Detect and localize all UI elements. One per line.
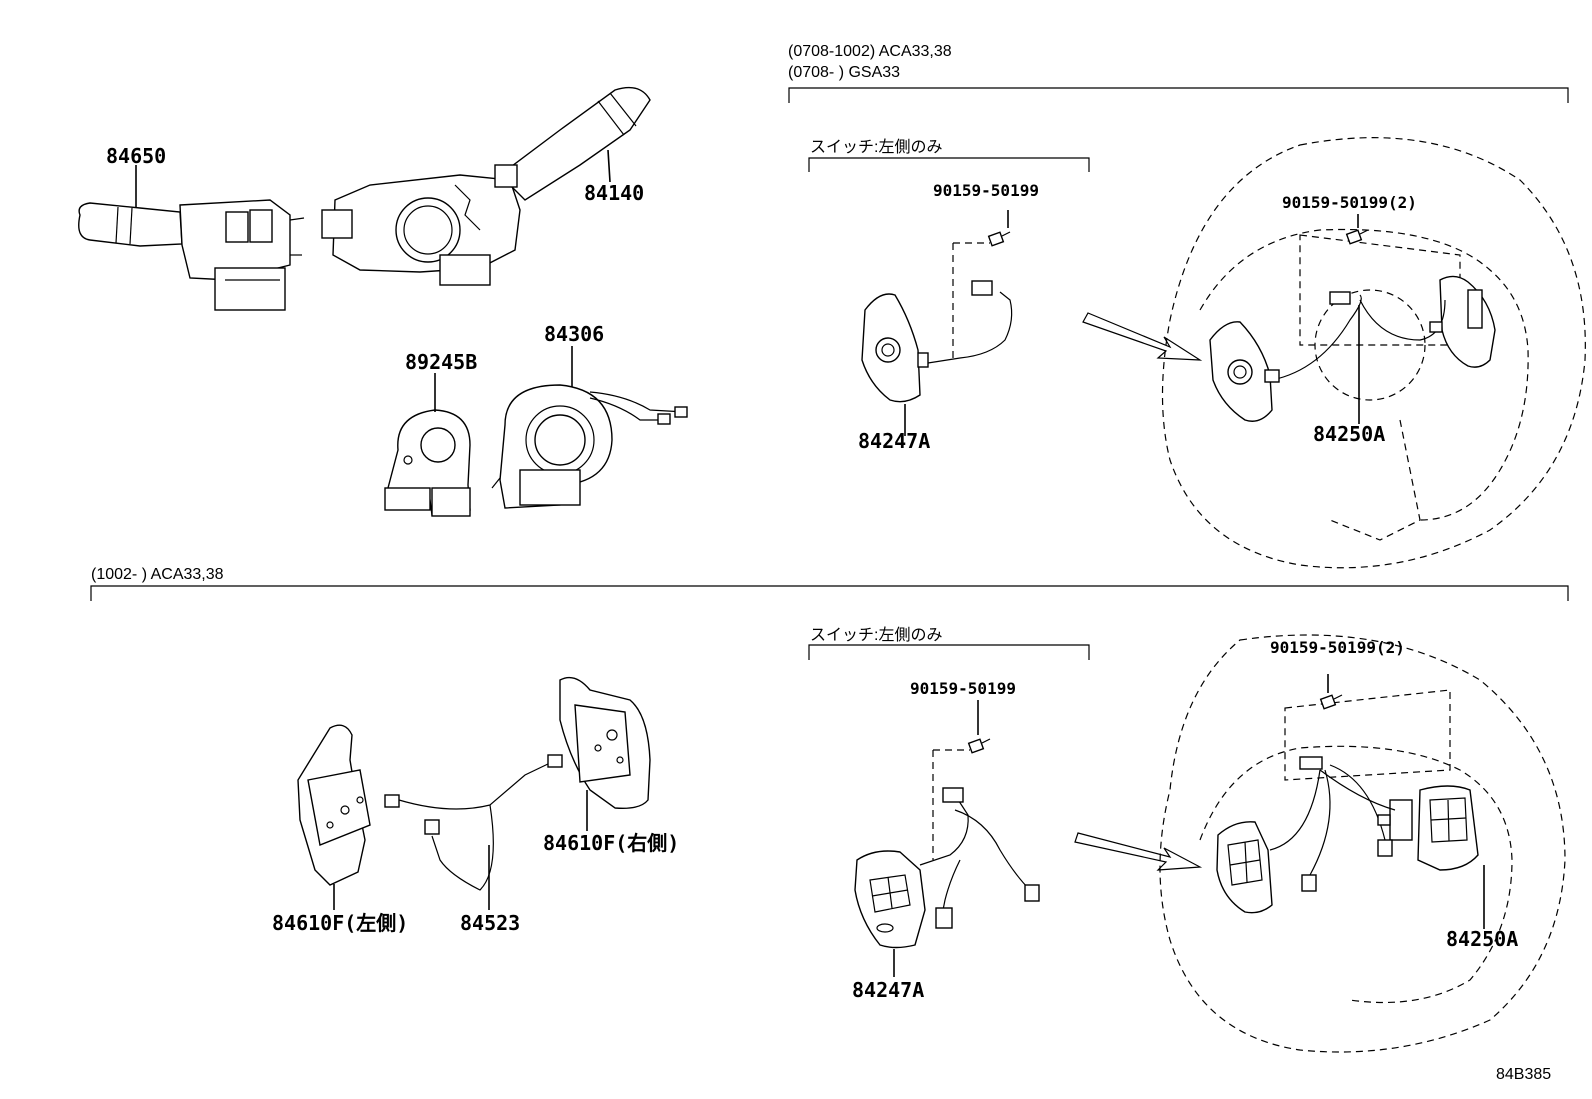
top-steering-wheel-drawing	[1161, 137, 1586, 569]
label-84250A-top: 84250A	[1313, 422, 1385, 446]
label-84140: 84140	[584, 181, 644, 205]
steering-sensor-drawing	[384, 409, 471, 517]
bottom-steering-wheel-drawing	[1159, 634, 1566, 1053]
top-switch-note: スイッチ:左側のみ	[810, 138, 942, 156]
screw-bottom-left	[967, 738, 991, 754]
paddle-right-drawing	[559, 676, 651, 810]
label-84650: 84650	[106, 144, 166, 168]
catalog-code: 84B385	[1496, 1066, 1551, 1083]
label-screw-top-left: 90159-50199	[933, 181, 1039, 200]
bottom-section-bracket	[90, 585, 1569, 601]
arrow-top	[1082, 312, 1203, 361]
arrow-bottom	[1074, 832, 1203, 871]
label-84247A-bottom: 84247A	[852, 978, 924, 1002]
screw-top-left	[987, 231, 1011, 247]
label-84610F-left: 84610F(左側)	[272, 911, 408, 935]
screw-top-right	[1345, 229, 1369, 245]
label-screw-bottom-left: 90159-50199	[910, 679, 1016, 698]
top-section-bracket	[788, 87, 1569, 103]
wiper-switch-drawing	[321, 86, 651, 286]
top-switch-assy-drawing	[861, 231, 1013, 403]
label-84610F-right: 84610F(右側)	[543, 831, 679, 855]
top-section-header-1: (0708-1002) ACA33,38	[788, 43, 952, 60]
turn-signal-switch-drawing	[78, 199, 305, 311]
label-89245B: 89245B	[405, 350, 477, 374]
leader-84140	[607, 149, 611, 183]
label-screw-bottom-right: 90159-50199(2)	[1270, 638, 1405, 657]
label-84523: 84523	[460, 911, 520, 935]
spiral-cable-drawing	[491, 384, 688, 509]
screw-bottom-right	[1319, 694, 1343, 710]
label-84306: 84306	[544, 322, 604, 346]
bottom-switch-bracket	[808, 644, 1090, 660]
bottom-section-header: (1002- ) ACA33,38	[91, 566, 224, 583]
bottom-switch-note: スイッチ:左側のみ	[810, 626, 942, 644]
label-84250A-bottom: 84250A	[1446, 927, 1518, 951]
top-section-header-2: (0708- ) GSA33	[788, 64, 900, 81]
paddle-left-drawing	[297, 724, 563, 891]
label-screw-top-right: 90159-50199(2)	[1282, 193, 1417, 212]
top-switch-bracket	[808, 157, 1090, 172]
label-84247A-top: 84247A	[858, 429, 930, 453]
bottom-switch-assy-drawing	[854, 738, 1040, 949]
